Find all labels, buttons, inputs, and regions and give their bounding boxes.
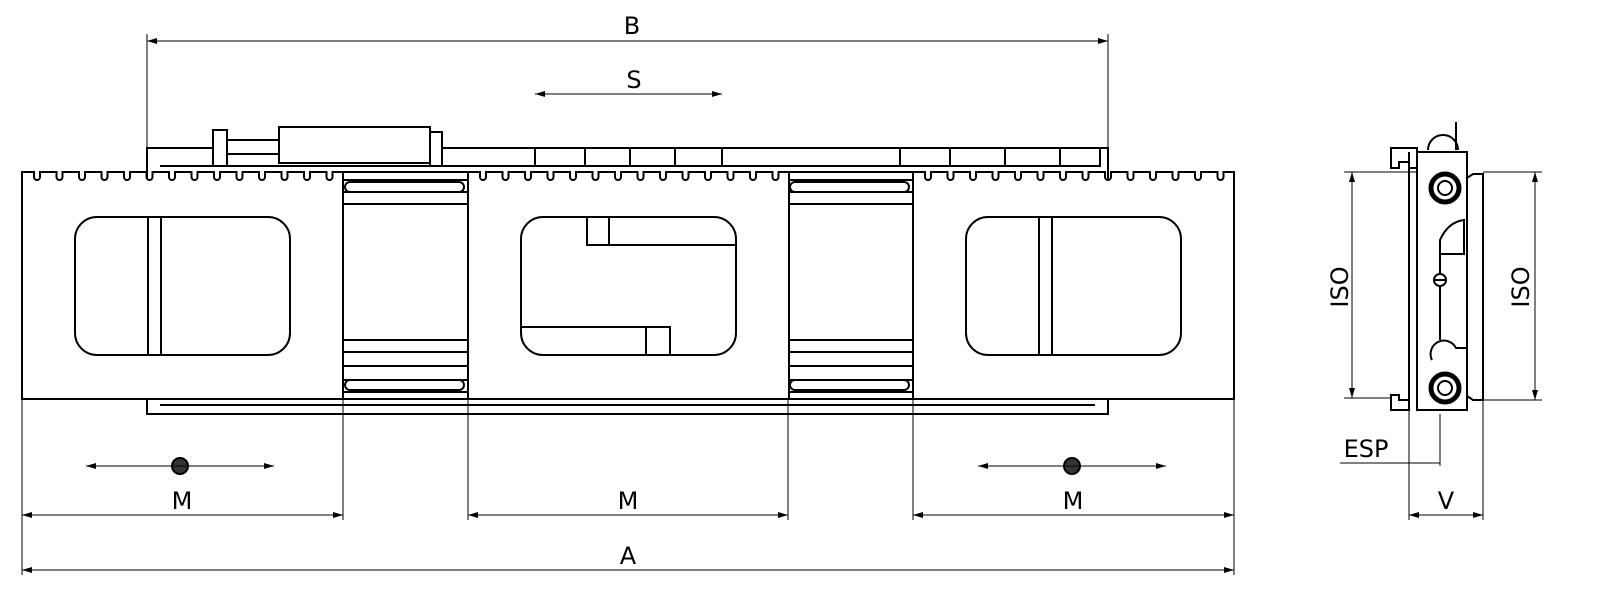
panel-window bbox=[965, 216, 1182, 356]
panel-outline bbox=[912, 171, 1235, 400]
dim-label-m-left: M bbox=[172, 487, 193, 515]
dim-label-esp: ESP bbox=[1344, 435, 1389, 463]
rail-slot bbox=[344, 181, 465, 193]
fork-panel bbox=[467, 171, 790, 400]
side-view bbox=[1340, 122, 1542, 520]
rear-frame bbox=[146, 126, 1109, 415]
dim-label-m-right: M bbox=[1063, 487, 1084, 515]
window-insert bbox=[521, 326, 671, 355]
dim-label-m-center: M bbox=[618, 487, 639, 515]
dim-label-v: V bbox=[1438, 487, 1455, 515]
dim-label-b: B bbox=[624, 12, 640, 40]
fork-panels bbox=[21, 171, 1235, 400]
dimension-lines bbox=[21, 34, 1235, 575]
dim-label-iso-left: ISO bbox=[1326, 266, 1354, 307]
panel-outline bbox=[467, 171, 790, 400]
panel-window bbox=[74, 216, 291, 356]
panel-window bbox=[520, 216, 737, 356]
rail-block bbox=[342, 171, 469, 400]
dim-label-a: A bbox=[620, 542, 637, 570]
fork-panel bbox=[912, 171, 1235, 400]
panel-outline bbox=[21, 171, 344, 400]
dim-label-iso-right: ISO bbox=[1507, 266, 1535, 307]
rail-slot bbox=[344, 379, 465, 391]
top-hook-center bbox=[534, 147, 723, 167]
rail-slot bbox=[789, 379, 910, 391]
top-hook-right bbox=[899, 147, 1101, 167]
dim-label-s: S bbox=[626, 66, 641, 94]
fork-panel bbox=[21, 171, 344, 400]
window-insert bbox=[586, 217, 736, 246]
rail-block bbox=[787, 171, 914, 400]
rail-slot bbox=[789, 181, 910, 193]
